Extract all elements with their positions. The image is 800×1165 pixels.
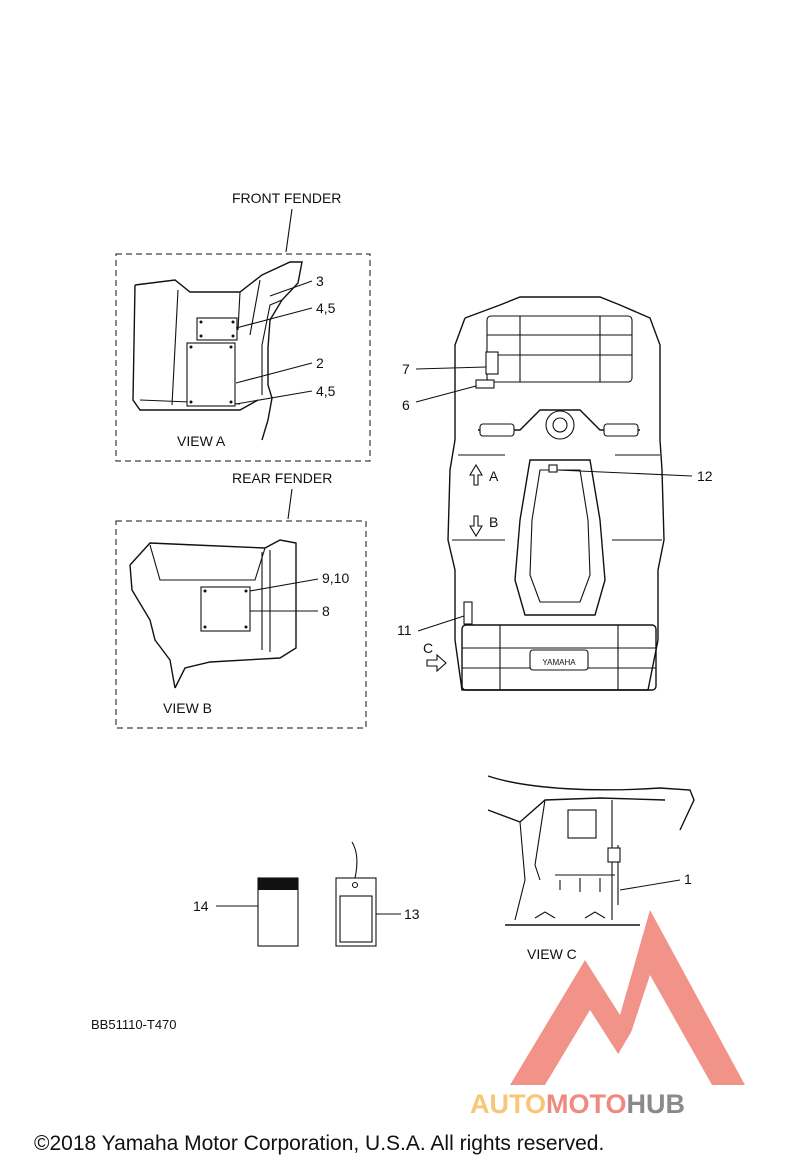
- callout-2: 2: [316, 355, 324, 371]
- yamaha-badge: YAMAHA: [542, 658, 576, 667]
- copyright-text: ©2018 Yamaha Motor Corporation, U.S.A. A…: [34, 1132, 604, 1155]
- view-b-leaders: [249, 578, 319, 612]
- watermark-auto: AUTOMOTOHUB: [470, 1089, 685, 1119]
- callout-4-5-lower: 4,5: [316, 383, 336, 399]
- callout-6: 6: [402, 397, 410, 413]
- callout-7: 7: [402, 361, 410, 377]
- callout-4-5-upper: 4,5: [316, 300, 336, 316]
- view-a-label: VIEW A: [177, 433, 226, 449]
- view-a-leaders: [235, 280, 313, 405]
- view-a-frame: [115, 253, 371, 462]
- callout-13: 13: [404, 906, 420, 922]
- callout-14: 14: [193, 898, 209, 914]
- view-c-label: VIEW C: [527, 946, 577, 962]
- view-b-label: VIEW B: [163, 700, 212, 716]
- watermark-part-hub: HUB: [627, 1089, 686, 1119]
- view-b-frame: [115, 520, 367, 729]
- watermark-part-auto: AUTO: [470, 1089, 546, 1119]
- arrow-a-label: A: [489, 468, 499, 484]
- front-fender-title: FRONT FENDER: [232, 190, 341, 206]
- watermark-part-moto: MOTO: [546, 1089, 627, 1119]
- callout-3: 3: [316, 273, 324, 289]
- front-fender-drawing: [132, 261, 303, 441]
- atv-top-view: YAMAHA: [426, 296, 665, 691]
- atv-leaders: [415, 366, 693, 632]
- automotohub-logo: [510, 910, 745, 1085]
- callout-12: 12: [697, 468, 713, 484]
- arrow-b-label: B: [489, 514, 498, 530]
- rear-fender-title: REAR FENDER: [232, 470, 332, 486]
- callout-8: 8: [322, 603, 330, 619]
- label-item-14: [257, 877, 299, 947]
- part-code: BB51110-T470: [91, 1017, 177, 1032]
- view-c-drawing: [487, 775, 695, 926]
- callout-1: 1: [684, 871, 692, 887]
- tag-item-13: [335, 841, 377, 947]
- callout-1-leader: [619, 879, 681, 891]
- callout-9-10: 9,10: [322, 570, 349, 586]
- callout-11: 11: [397, 622, 412, 638]
- arrow-c-label: C: [423, 640, 433, 656]
- rear-fender-drawing: [129, 539, 297, 689]
